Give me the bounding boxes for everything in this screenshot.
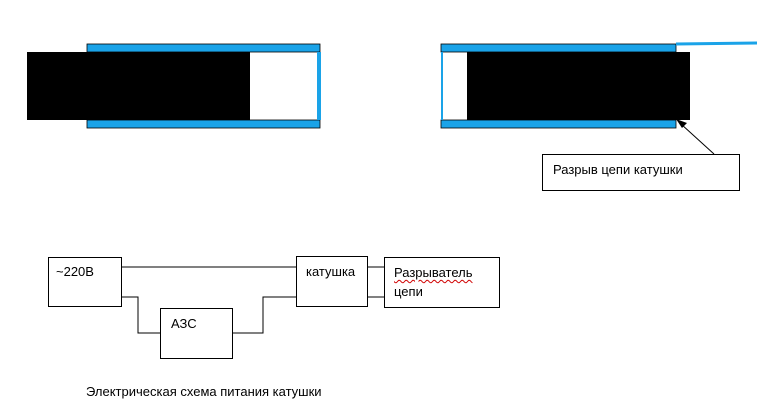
interrupter-label-line2: цепи: [394, 284, 423, 299]
interrupter-block: Разрыватель цепи: [384, 257, 500, 308]
wire-breaker-to-coil: [233, 296, 296, 334]
solenoid-right-broken-lead: [675, 41, 757, 46]
breaker-label: АЗС: [171, 316, 197, 331]
solenoid-right-tube-top: [440, 43, 677, 53]
circuit-wires: [122, 266, 384, 334]
interrupter-label-line1: Разрыватель: [394, 265, 473, 280]
solenoid-left-tube-bottom: [86, 119, 321, 129]
coil-block: катушка: [296, 256, 368, 307]
diagram-caption: Электрическая схема питания катушки: [86, 384, 322, 399]
source-label: ~220В: [56, 264, 94, 279]
solenoid-right-tube-bottom: [440, 119, 677, 129]
wire-source-to-breaker: [122, 296, 160, 334]
coil-label: катушка: [306, 264, 356, 279]
callout-box: Разрыв цепи катушки: [542, 154, 740, 191]
solenoid-left-core: [27, 52, 250, 120]
callout-arrow: [676, 119, 715, 155]
solenoid-left-end-wall: [317, 52, 321, 120]
solenoid-left-tube-top: [86, 43, 321, 53]
breaker-block: АЗС: [160, 308, 233, 359]
solenoid-left: [27, 43, 321, 129]
callout-label: Разрыв цепи катушки: [553, 162, 683, 177]
source-block: ~220В: [48, 257, 122, 307]
solenoid-right: [440, 41, 757, 129]
solenoid-right-core: [467, 52, 690, 120]
solenoid-right-end-wall: [441, 52, 443, 120]
